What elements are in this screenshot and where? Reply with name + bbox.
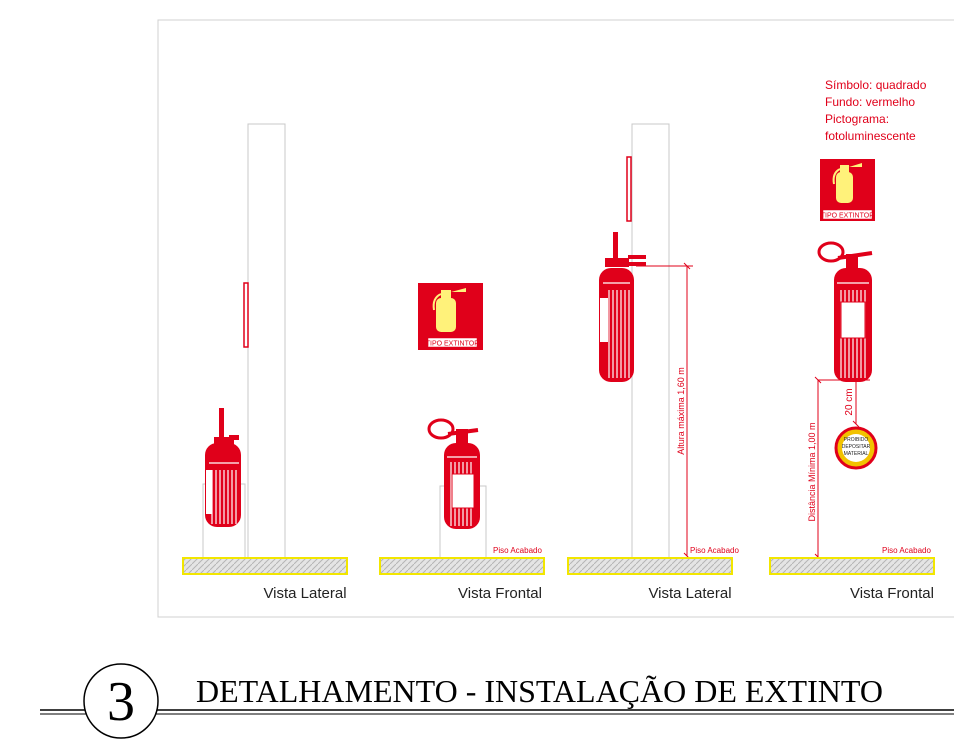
spec-note-3: Pictograma: — [825, 112, 889, 126]
height-dimension-label: Altura máxima 1,60 m — [676, 367, 686, 455]
view-caption: Vista Lateral — [648, 585, 731, 602]
sign-side-profile — [626, 156, 632, 222]
prohibit-line-2: DEPOSITAR — [842, 444, 871, 450]
extinguisher-front — [427, 418, 480, 529]
prohibit-line-3: MATERIAL — [844, 451, 869, 457]
view-4-front: Símbolo: quadrado Fundo: vermelho Pictog… — [769, 78, 935, 602]
floor-slab — [567, 557, 733, 575]
extinguisher-sign: TIPO EXTINTOR — [418, 283, 483, 350]
floor-slab — [379, 557, 545, 575]
extinguisher-side — [205, 408, 241, 527]
sign-label: TIPO EXTINTOR — [426, 341, 480, 348]
floor-label: Piso Acabado — [690, 546, 739, 555]
height-dimension — [636, 262, 693, 560]
sign-side-profile — [243, 282, 249, 348]
dimension-min-distance: Distância Mínima 1,00 m — [807, 422, 817, 521]
distance-dimensions — [814, 376, 870, 561]
view-caption: Vista Frontal — [458, 585, 542, 602]
extinguisher-front — [817, 241, 873, 382]
drawing-frame — [157, 19, 954, 618]
view-2-front: TIPO EXTINTOR Piso Acabado Vista Frontal — [379, 283, 545, 602]
view-3-side: Altura máxima 1,60 m Piso Acabado Vista … — [567, 123, 739, 602]
view-1-side: Vista Lateral — [182, 123, 348, 602]
floor-slab — [769, 557, 935, 575]
detail-number-circle — [83, 663, 159, 739]
dimension-20cm: 20 cm — [844, 388, 855, 415]
extinguisher-sign: TIPO EXTINTOR — [820, 159, 875, 221]
spec-note-4: fotoluminescente — [825, 129, 916, 143]
wall-column — [631, 123, 670, 561]
spec-note-2: Fundo: vermelho — [825, 95, 915, 109]
prohibit-line-1: PROIBIDO — [844, 437, 869, 443]
detail-number: 3 — [107, 671, 135, 733]
view-caption: Vista Frontal — [850, 585, 934, 602]
sign-label: TIPO EXTINTOR — [821, 213, 875, 220]
floor-slab — [182, 557, 348, 575]
wall-column — [247, 123, 286, 561]
view-caption: Vista Lateral — [263, 585, 346, 602]
floor-label: Piso Acabado — [493, 546, 542, 555]
prohibition-sign: PROIBIDO DEPOSITAR MATERIAL — [834, 426, 878, 470]
extinguisher-side — [599, 232, 646, 382]
detail-title: DETALHAMENTO - INSTALAÇÃO DE EXTINTO — [196, 673, 883, 709]
title-block: 3 DETALHAMENTO - INSTALAÇÃO DE EXTINTO — [40, 663, 954, 739]
spec-note-1: Símbolo: quadrado — [825, 78, 927, 92]
floor-label: Piso Acabado — [882, 546, 931, 555]
